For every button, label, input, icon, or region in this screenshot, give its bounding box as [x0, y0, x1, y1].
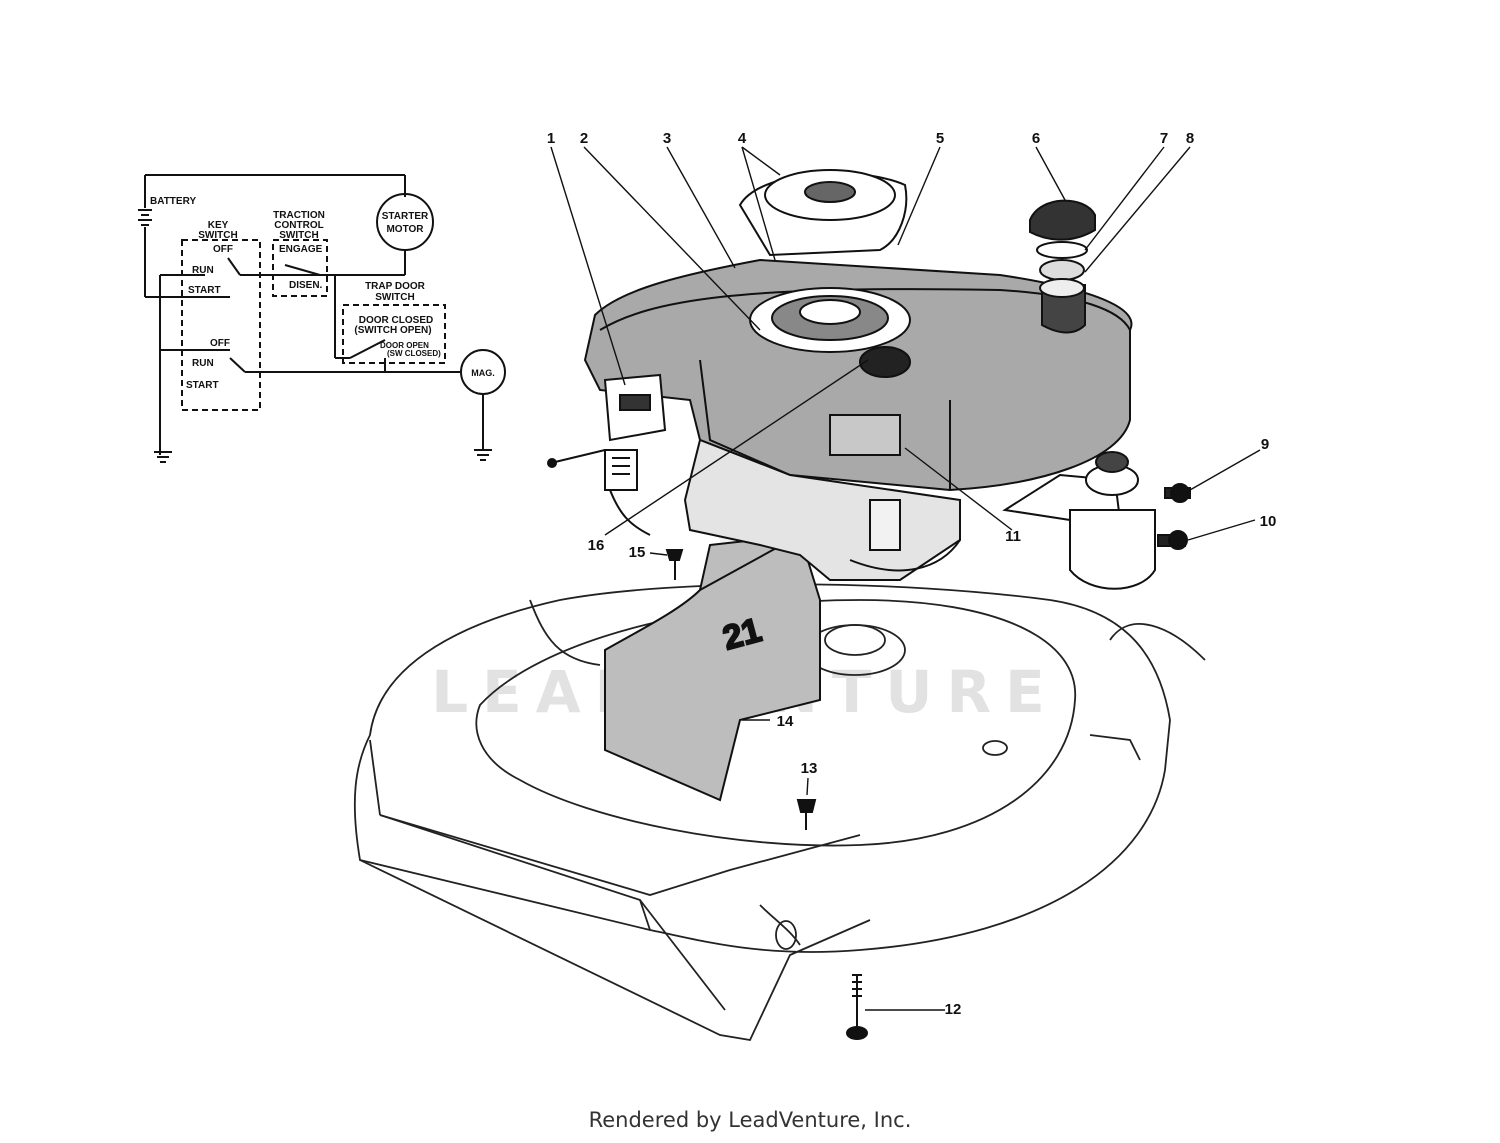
mag-label: MAG.	[471, 368, 495, 378]
off-label-1: OFF	[213, 244, 233, 255]
callout-13: 13	[801, 760, 818, 777]
callout-10: 10	[1260, 513, 1277, 530]
callout-4: 4	[738, 130, 747, 147]
callout-14: 14	[777, 713, 794, 730]
footer-credit: Rendered by LeadVenture, Inc.	[588, 1108, 912, 1132]
callout-16: 16	[588, 537, 605, 554]
run-label-1: RUN	[192, 265, 214, 276]
callout-7: 7	[1160, 130, 1168, 147]
part-callouts: 1 2 3 4 5 6 7 8 9 10 11 12 13 14 15 16	[547, 130, 1277, 1018]
wiring-schematic	[138, 174, 506, 463]
callout-3: 3	[663, 130, 671, 147]
callout-9: 9	[1261, 436, 1269, 453]
battery-label: BATTERY	[150, 196, 196, 207]
key-switch-label-2: SWITCH	[198, 230, 237, 241]
trap-door-label-1: TRAP DOOR	[365, 281, 426, 292]
callout-2: 2	[580, 130, 588, 147]
run-label-2: RUN	[192, 358, 214, 369]
callout-11: 11	[1005, 528, 1021, 545]
switch-open-label: (SWITCH OPEN)	[354, 325, 431, 336]
callout-5: 5	[936, 130, 944, 147]
key-switch-label-1: KEY	[208, 220, 229, 231]
mower-deck	[353, 583, 1206, 1041]
off-label-2: OFF	[210, 338, 230, 349]
schematic-labels: BATTERY KEY SWITCH TRACTION CONTROL SWIT…	[150, 196, 495, 391]
starter-motor	[1002, 451, 1191, 590]
fasteners	[665, 549, 868, 1040]
start-label-1: START	[188, 285, 221, 296]
starter-label-2: MOTOR	[386, 224, 424, 235]
traction-label-2: CONTROL	[274, 220, 323, 231]
callout-1: 1	[547, 130, 555, 147]
trap-door-label-2: SWITCH	[375, 292, 414, 303]
door-closed-label: DOOR CLOSED	[359, 315, 433, 326]
traction-label-3: SWITCH	[279, 230, 318, 241]
start-label-2: START	[186, 380, 219, 391]
callout-12: 12	[945, 1001, 962, 1018]
engage-label: ENGAGE	[279, 244, 323, 255]
leader-lines	[550, 146, 1261, 1011]
sw-closed-label: (SW CLOSED)	[387, 349, 441, 358]
fuel-cap-stack	[1029, 199, 1096, 334]
starter-label-1: STARTER	[382, 211, 429, 222]
deck-shield: 21	[604, 533, 821, 802]
engine-assembly	[547, 169, 1133, 581]
traction-label-1: TRACTION	[273, 210, 325, 221]
door-open-label: DOOR OPEN	[380, 341, 429, 350]
diseng-label: DISEN.	[289, 280, 323, 291]
callout-8: 8	[1186, 130, 1194, 147]
callout-6: 6	[1032, 130, 1040, 147]
callout-15: 15	[629, 544, 646, 561]
